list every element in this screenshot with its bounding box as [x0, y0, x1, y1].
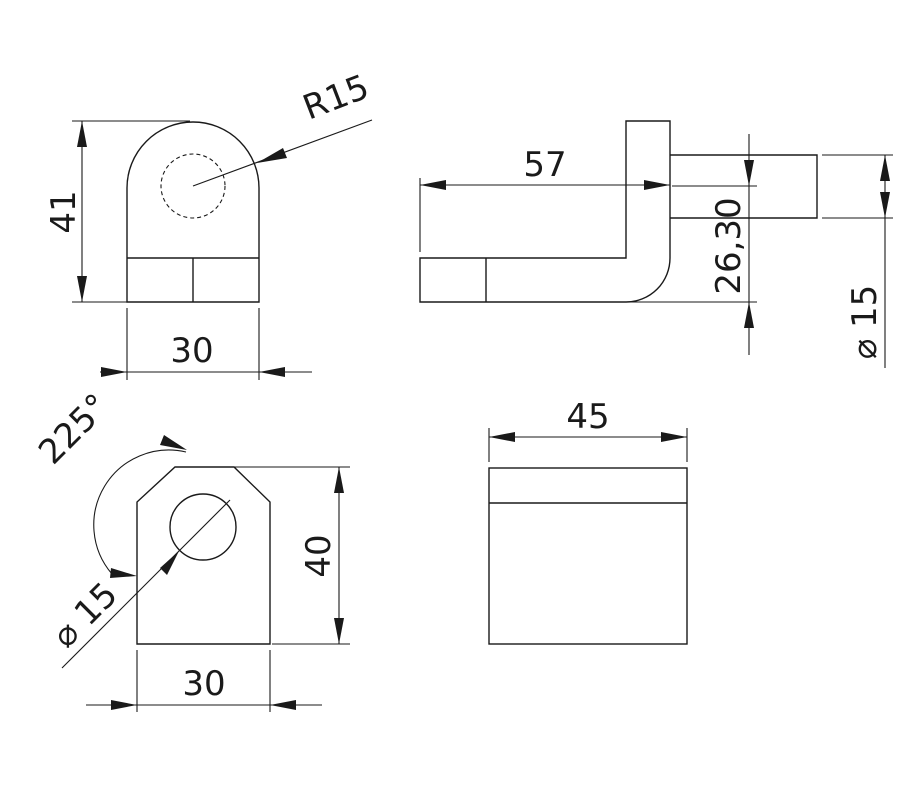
bottom-height-label: 40 [299, 534, 339, 577]
top-width-label: 45 [566, 397, 609, 437]
side-length-arrow-left [420, 180, 446, 190]
top-view: 45 [488, 397, 688, 645]
bottom-height-arrow-top [334, 467, 344, 493]
bottom-width-arrow-right [270, 700, 296, 710]
bottom-width-arrow-left [111, 700, 137, 710]
bottom-diameter-arrow [160, 551, 179, 575]
side-view-outline [419, 120, 671, 303]
side-diameter-label: ⌀ 15 [845, 285, 885, 360]
top-width-arrow-left [489, 432, 515, 442]
radius-label: R15 [298, 67, 375, 128]
front-height-label: 41 [44, 190, 84, 233]
top-width-arrow-right [661, 432, 687, 442]
angle-arc [93, 449, 187, 575]
front-view-outline [126, 121, 260, 303]
front-view: 41 30 R15 [44, 67, 374, 380]
front-width-arrow-right [259, 367, 285, 377]
angle-label: 225° [31, 386, 117, 472]
bottom-view-hole [169, 493, 237, 561]
front-height-arrow-bottom [77, 276, 87, 302]
front-width-arrow-left [101, 367, 127, 377]
side-diameter-arrow-bottom [880, 192, 890, 218]
angle-arrow-top [160, 435, 187, 450]
side-length-arrow-right [644, 180, 670, 190]
bottom-width-label: 30 [182, 664, 225, 704]
top-view-outline [488, 467, 688, 645]
bottom-view: 225° ⌀ 15 40 30 [31, 386, 350, 712]
side-length-label: 57 [523, 145, 566, 185]
side-diameter-arrow-top [880, 155, 890, 181]
angle-arrow-bottom [110, 568, 137, 578]
front-height-arrow-top [77, 121, 87, 147]
bottom-height-arrow-bottom [334, 618, 344, 644]
front-view-hidden-hole [160, 153, 226, 219]
bottom-diameter-leader-line [61, 499, 231, 669]
radius-leader-arrow [257, 148, 287, 163]
side-offset-arrow-top [744, 160, 754, 186]
side-offset-arrow-bottom [744, 302, 754, 328]
front-width-label: 30 [170, 331, 213, 371]
bottom-diameter-label: ⌀ 15 [45, 575, 126, 656]
side-view: 57 26,30 ⌀ 15 [419, 120, 893, 368]
side-view-boss [670, 154, 818, 219]
side-offset-label: 26,30 [709, 197, 749, 294]
